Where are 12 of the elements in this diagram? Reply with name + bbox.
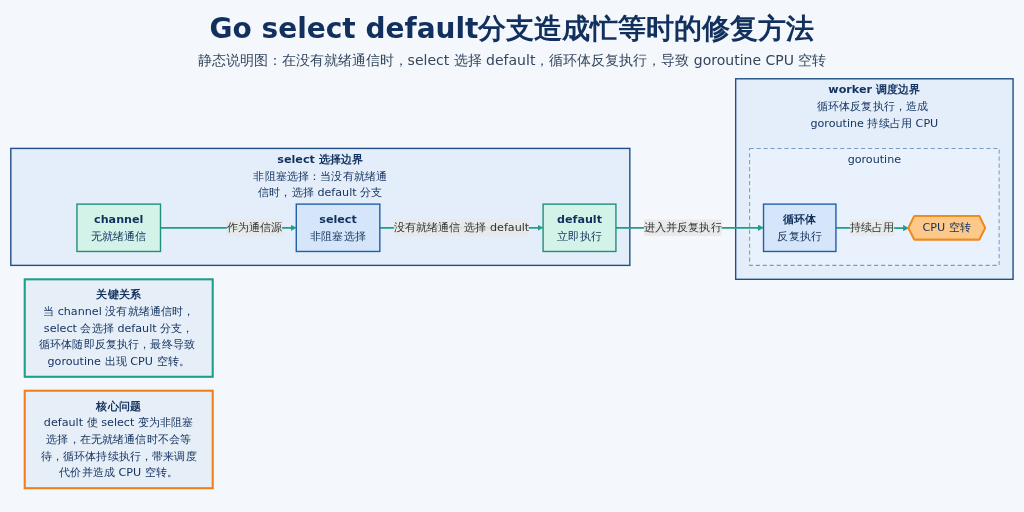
edge-label: 进入并反复执行 xyxy=(643,220,722,235)
diagram-title: Go select default分支造成忙等时的修复方法 xyxy=(208,11,816,47)
edge-label: 持续占用 xyxy=(849,220,895,235)
edge-label: 作为通信源 xyxy=(226,220,283,235)
node-box: 关键关系 当 channel 没有就绪通信时，select 会选择 default 分支，循环体随即反复执行，最终导致 goroutine 出现 CPU 空转。 xyxy=(23,278,214,378)
node-box: select 非阻塞选择 xyxy=(295,203,381,253)
node-box: 循环体 反复执行 xyxy=(762,203,837,253)
edge-label: 没有就绪通信 选择 default xyxy=(393,220,530,235)
node-box: channel 无就绪通信 xyxy=(76,203,162,253)
diagram-subtitle: 静态说明图：在没有就绪通信时，select 选择 default，循环体反复执行，导致 goroutine CPU 空转 xyxy=(196,52,828,70)
node-box: 核心问题 default 使 select 变为非阻塞选择，在无就绪通信时不会等待，循环体持续执行，带来调度代价并造成 CPU 空转。 xyxy=(23,389,214,490)
node-box: default 立即执行 xyxy=(542,203,617,253)
